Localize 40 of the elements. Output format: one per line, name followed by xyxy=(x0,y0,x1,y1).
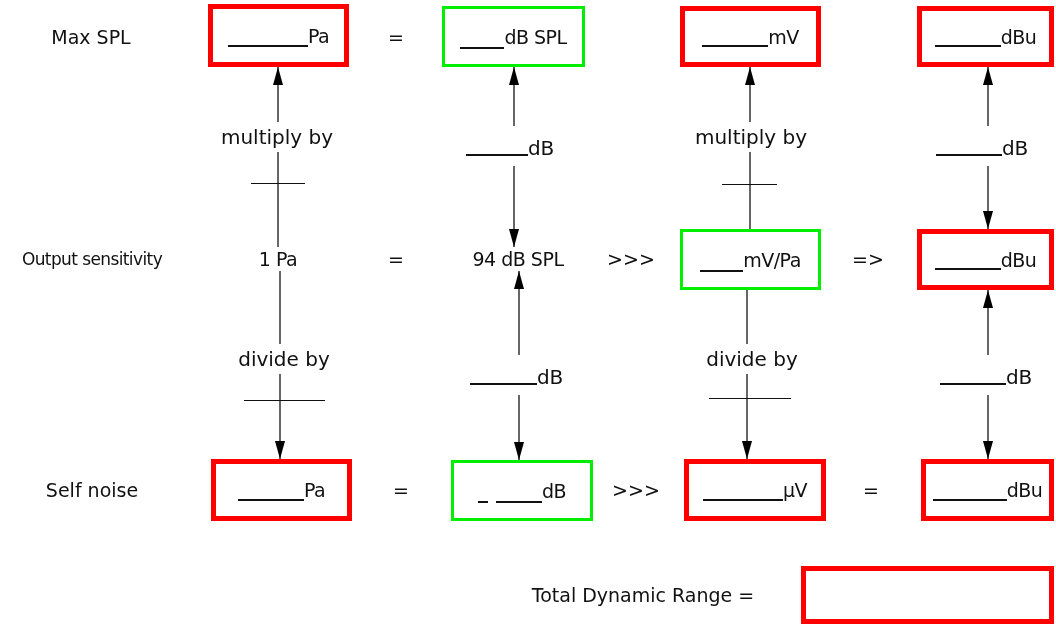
answer-box xyxy=(680,229,821,290)
answer-box xyxy=(684,459,826,521)
edge-label: dB xyxy=(1006,365,1032,389)
row-label: => xyxy=(852,248,884,270)
unit-label: Pa xyxy=(307,24,330,47)
unit-label: dBu xyxy=(1006,479,1043,501)
unit-label: Pa xyxy=(303,479,326,501)
row-label: Output sensitivity xyxy=(21,249,163,269)
row-label: Total Dynamic Range = xyxy=(531,584,755,606)
row-label: = xyxy=(393,479,409,501)
row-label: >>> xyxy=(607,248,655,270)
row-label: = xyxy=(388,248,404,270)
answer-box xyxy=(208,4,349,67)
row-label: = xyxy=(388,26,404,48)
unit-label: mV xyxy=(768,25,799,48)
unit-label: dBu xyxy=(1000,25,1037,48)
edge-label: dB xyxy=(528,136,554,160)
edge-label: multiply by xyxy=(694,125,808,149)
row-label: Self noise xyxy=(45,479,139,501)
unit-label: dB xyxy=(541,479,567,502)
answer-box xyxy=(921,459,1054,521)
row-label: >>> xyxy=(612,479,660,501)
answer-box xyxy=(917,6,1054,67)
unit-label: µV xyxy=(782,479,808,501)
edge-label: dB xyxy=(537,365,563,389)
row-label: Max SPL xyxy=(51,26,131,48)
answer-box xyxy=(680,6,821,67)
edge-label: multiply by xyxy=(220,125,334,149)
edge-label: divide by xyxy=(238,347,330,371)
answer-box xyxy=(442,6,585,67)
answer-box xyxy=(451,460,593,521)
answer-box xyxy=(211,459,352,521)
row-label: = xyxy=(863,479,879,501)
answer-box xyxy=(801,566,1054,624)
unit-label: dB SPL xyxy=(504,25,567,48)
edge-label: divide by xyxy=(706,347,798,371)
answer-box xyxy=(917,229,1054,290)
edge-label: dB xyxy=(1002,136,1028,160)
unit-label: mV/Pa xyxy=(743,248,801,271)
unit-label: dBu xyxy=(1000,248,1037,271)
